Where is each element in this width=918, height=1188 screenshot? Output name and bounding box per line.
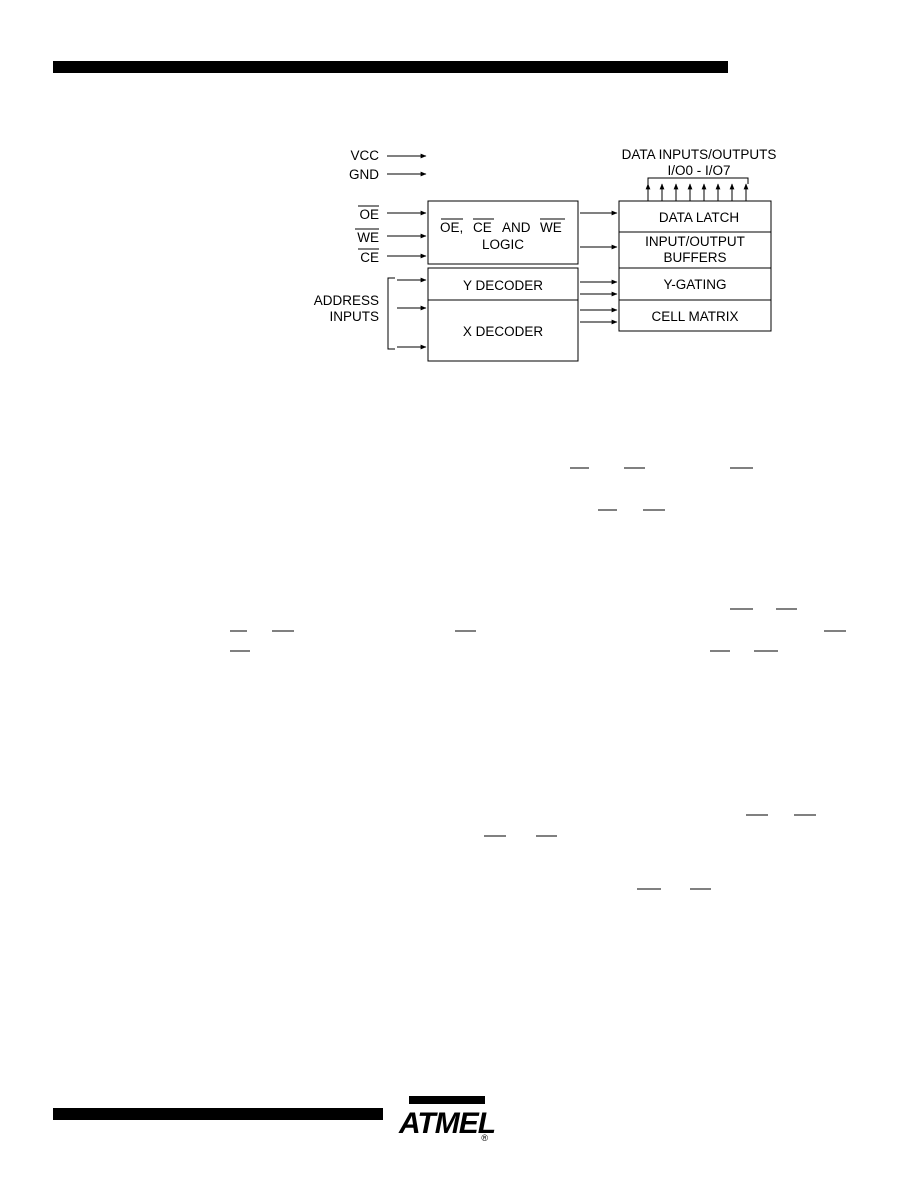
x-decoder-block — [427, 299, 579, 362]
logic-we-text: WE — [540, 220, 562, 235]
y-decoder-label: Y DECODER — [463, 278, 543, 293]
cell-matrix-block — [618, 299, 772, 332]
we-label: WE — [357, 230, 379, 245]
logic-ce-text: CE — [473, 220, 492, 235]
x-decoder-label: X DECODER — [463, 324, 544, 339]
y-gating-label: Y-GATING — [663, 277, 726, 292]
footer-rule — [53, 1108, 383, 1120]
logic-label: LOGIC — [482, 237, 524, 252]
io-buffers-label-line2: BUFFERS — [663, 250, 726, 265]
address-bracket — [387, 277, 395, 350]
control-logic-block — [427, 200, 579, 265]
data-io-label-line2: I/O0 - I/O7 — [667, 163, 730, 178]
io-buffers-block — [618, 231, 772, 269]
logic-oe-text: OE, — [440, 220, 463, 235]
data-io-bracket — [647, 177, 749, 184]
io-buffers-label-line1: INPUT/OUTPUT — [645, 234, 745, 249]
vcc-label: VCC — [350, 148, 379, 163]
atmel-logo: ATMEL ® — [398, 1096, 495, 1143]
data-io-arrows — [645, 183, 749, 201]
registered-mark: ® — [481, 1133, 488, 1143]
data-io-label-line1: DATA INPUTS/OUTPUTS — [622, 147, 777, 162]
address-label-line2: INPUTS — [329, 309, 379, 324]
y-gating-block — [618, 267, 772, 301]
logic-and-text: AND — [502, 220, 531, 235]
gnd-label: GND — [349, 167, 379, 182]
ce-label: CE — [360, 250, 379, 265]
y-decoder-block — [427, 267, 579, 301]
oe-label: OE — [359, 207, 379, 222]
address-label-line1: ADDRESS — [314, 293, 379, 308]
logo-text: ATMEL — [398, 1107, 495, 1140]
body-overbar-marks — [230, 467, 846, 890]
header-rule — [53, 61, 728, 73]
cell-matrix-label: CELL MATRIX — [651, 309, 738, 324]
data-latch-label: DATA LATCH — [659, 210, 739, 225]
